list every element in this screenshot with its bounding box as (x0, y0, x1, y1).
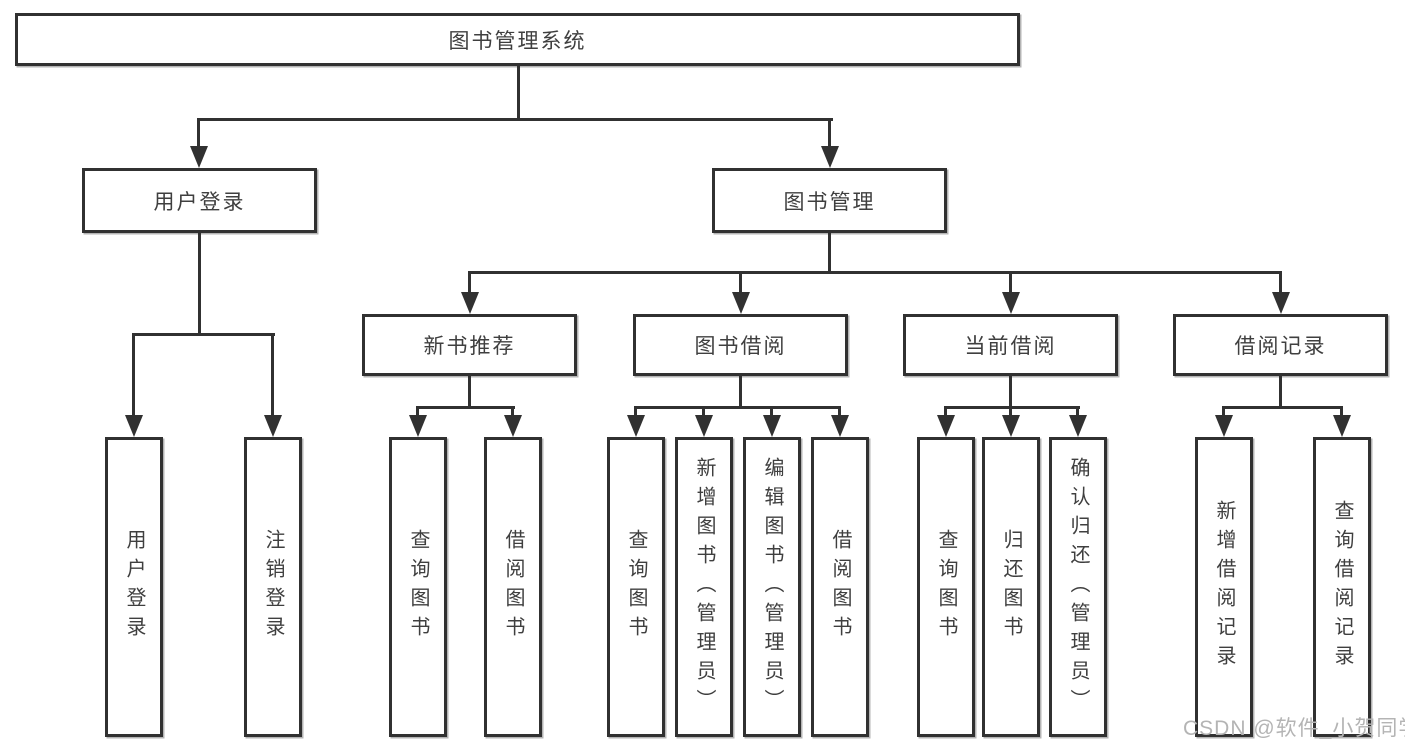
connector-records-rail (1223, 406, 1343, 409)
node-user-login: 用户登录 (82, 168, 317, 233)
connector-to-leaf-query-books-3 (944, 406, 947, 418)
arrowhead-to-current-borrowing (1002, 292, 1020, 314)
connector-to-leaf-confirm-return (1076, 406, 1079, 418)
leaf-add-borrow-record-label: 新增借阅记录 (1213, 500, 1235, 674)
connector-to-leaf-borrow-books-1 (511, 406, 514, 418)
arrowhead-to-book-borrowing (732, 292, 750, 314)
node-library-system-label: 图书管理系统 (448, 29, 587, 53)
arrowhead-to-leaf-confirm-return (1069, 415, 1087, 437)
connector-to-leaf-query-books-2 (634, 406, 637, 418)
connector-root-stub (517, 66, 520, 120)
leaf-query-borrow-record: 查询借阅记录 (1313, 437, 1371, 737)
leaf-query-books-borrow-label: 查询图书 (625, 529, 647, 645)
arrowhead-to-new-book-recommendation (461, 292, 479, 314)
leaf-query-borrow-record-label: 查询借阅记录 (1331, 500, 1353, 674)
arrowhead-to-leaf-query-books-1 (409, 415, 427, 437)
connector-to-current-borrowing (1009, 271, 1012, 295)
leaf-user-login: 用户登录 (105, 437, 163, 737)
node-book-management: 图书管理 (712, 168, 947, 233)
arrowhead-to-leaf-query-books-3 (937, 415, 955, 437)
connector-to-leaf-query-record (1340, 406, 1343, 418)
leaf-return-books-label: 归还图书 (1000, 529, 1022, 645)
leaf-add-books-admin: 新增图书（管理员） (675, 437, 733, 737)
arrowhead-to-leaf-query-record (1333, 415, 1351, 437)
arrowhead-to-leaf-add-record (1215, 415, 1233, 437)
connector-current-stub (1009, 376, 1012, 408)
node-book-borrowing-label: 图书借阅 (694, 335, 787, 358)
leaf-borrow-books-label: 借阅图书 (829, 529, 851, 645)
leaf-edit-books-admin-label: 编辑图书（管理员） (761, 456, 783, 718)
leaf-add-borrow-record: 新增借阅记录 (1195, 437, 1253, 737)
connector-user-login-rail (133, 333, 275, 336)
node-new-book-recommendation-label: 新书推荐 (423, 335, 516, 358)
leaf-add-books-admin-label: 新增图书（管理员） (693, 456, 715, 718)
connector-to-leaf-query-books-1 (416, 406, 419, 418)
node-book-borrowing: 图书借阅 (633, 314, 848, 376)
leaf-query-books-current: 查询图书 (917, 437, 975, 737)
leaf-logout-label: 注销登录 (262, 529, 284, 645)
arrowhead-to-leaf-borrow-books-1 (504, 415, 522, 437)
connector-borrowing-stub (739, 376, 742, 408)
leaf-confirm-return-admin-label: 确认归还（管理员） (1067, 456, 1089, 718)
leaf-confirm-return-admin: 确认归还（管理员） (1049, 437, 1107, 737)
connector-book-management-stub (828, 233, 831, 273)
connector-to-borrowing-records (1279, 271, 1282, 295)
connector-to-leaf-edit-books (770, 406, 773, 418)
connector-to-new-book-recommendation (468, 271, 471, 295)
arrowhead-to-user-login (190, 146, 208, 168)
leaf-borrow-books: 借阅图书 (811, 437, 869, 737)
arrowhead-to-borrowing-records (1272, 292, 1290, 314)
connector-borrowing-rail (635, 406, 841, 409)
csdn-watermark: CSDN @软件_小贺同学 (1183, 717, 1405, 740)
leaf-query-books-borrow: 查询图书 (607, 437, 665, 737)
arrowhead-to-leaf-user-login (125, 415, 143, 437)
arrowhead-to-leaf-query-books-2 (627, 415, 645, 437)
connector-recommendation-stub (468, 376, 471, 408)
connector-current-rail (945, 406, 1080, 409)
leaf-logout: 注销登录 (244, 437, 302, 737)
leaf-query-books-recommend: 查询图书 (389, 437, 447, 737)
connector-to-leaf-logout (271, 333, 274, 417)
connector-to-leaf-return-books (1009, 406, 1012, 418)
arrowhead-to-leaf-borrow-books-2 (831, 415, 849, 437)
connector-to-book-borrowing (739, 271, 742, 295)
connector-recommendation-rail (417, 406, 515, 409)
arrowhead-to-book-management (821, 146, 839, 168)
arrowhead-to-leaf-logout (264, 415, 282, 437)
leaf-borrow-books-recommend-label: 借阅图书 (502, 529, 524, 645)
node-current-borrowing-label: 当前借阅 (964, 335, 1057, 358)
node-library-system: 图书管理系统 (15, 13, 1020, 66)
node-user-login-label: 用户登录 (153, 190, 246, 214)
node-current-borrowing: 当前借阅 (903, 314, 1118, 376)
arrowhead-to-leaf-return-books (1002, 415, 1020, 437)
node-book-management-label: 图书管理 (783, 190, 876, 214)
leaf-query-books-recommend-label: 查询图书 (407, 529, 429, 645)
leaf-user-login-label: 用户登录 (123, 529, 145, 645)
connector-to-leaf-add-books (702, 406, 705, 418)
connector-to-leaf-borrow-books-2 (838, 406, 841, 418)
connector-root-rail (197, 118, 833, 121)
connector-root-to-user-login (197, 118, 200, 150)
node-borrowing-records-label: 借阅记录 (1234, 335, 1327, 358)
leaf-return-books: 归还图书 (982, 437, 1040, 737)
connector-root-to-book-management (828, 118, 831, 150)
connector-to-leaf-add-record (1222, 406, 1225, 418)
connector-records-stub (1279, 376, 1282, 408)
leaf-edit-books-admin: 编辑图书（管理员） (743, 437, 801, 737)
arrowhead-to-leaf-edit-books (763, 415, 781, 437)
arrowhead-to-leaf-add-books (695, 415, 713, 437)
leaf-query-books-current-label: 查询图书 (935, 529, 957, 645)
connector-user-login-stub (198, 233, 201, 335)
node-new-book-recommendation: 新书推荐 (362, 314, 577, 376)
connector-book-management-rail (468, 271, 1282, 274)
node-borrowing-records: 借阅记录 (1173, 314, 1388, 376)
connector-to-leaf-user-login (132, 333, 135, 417)
leaf-borrow-books-recommend: 借阅图书 (484, 437, 542, 737)
